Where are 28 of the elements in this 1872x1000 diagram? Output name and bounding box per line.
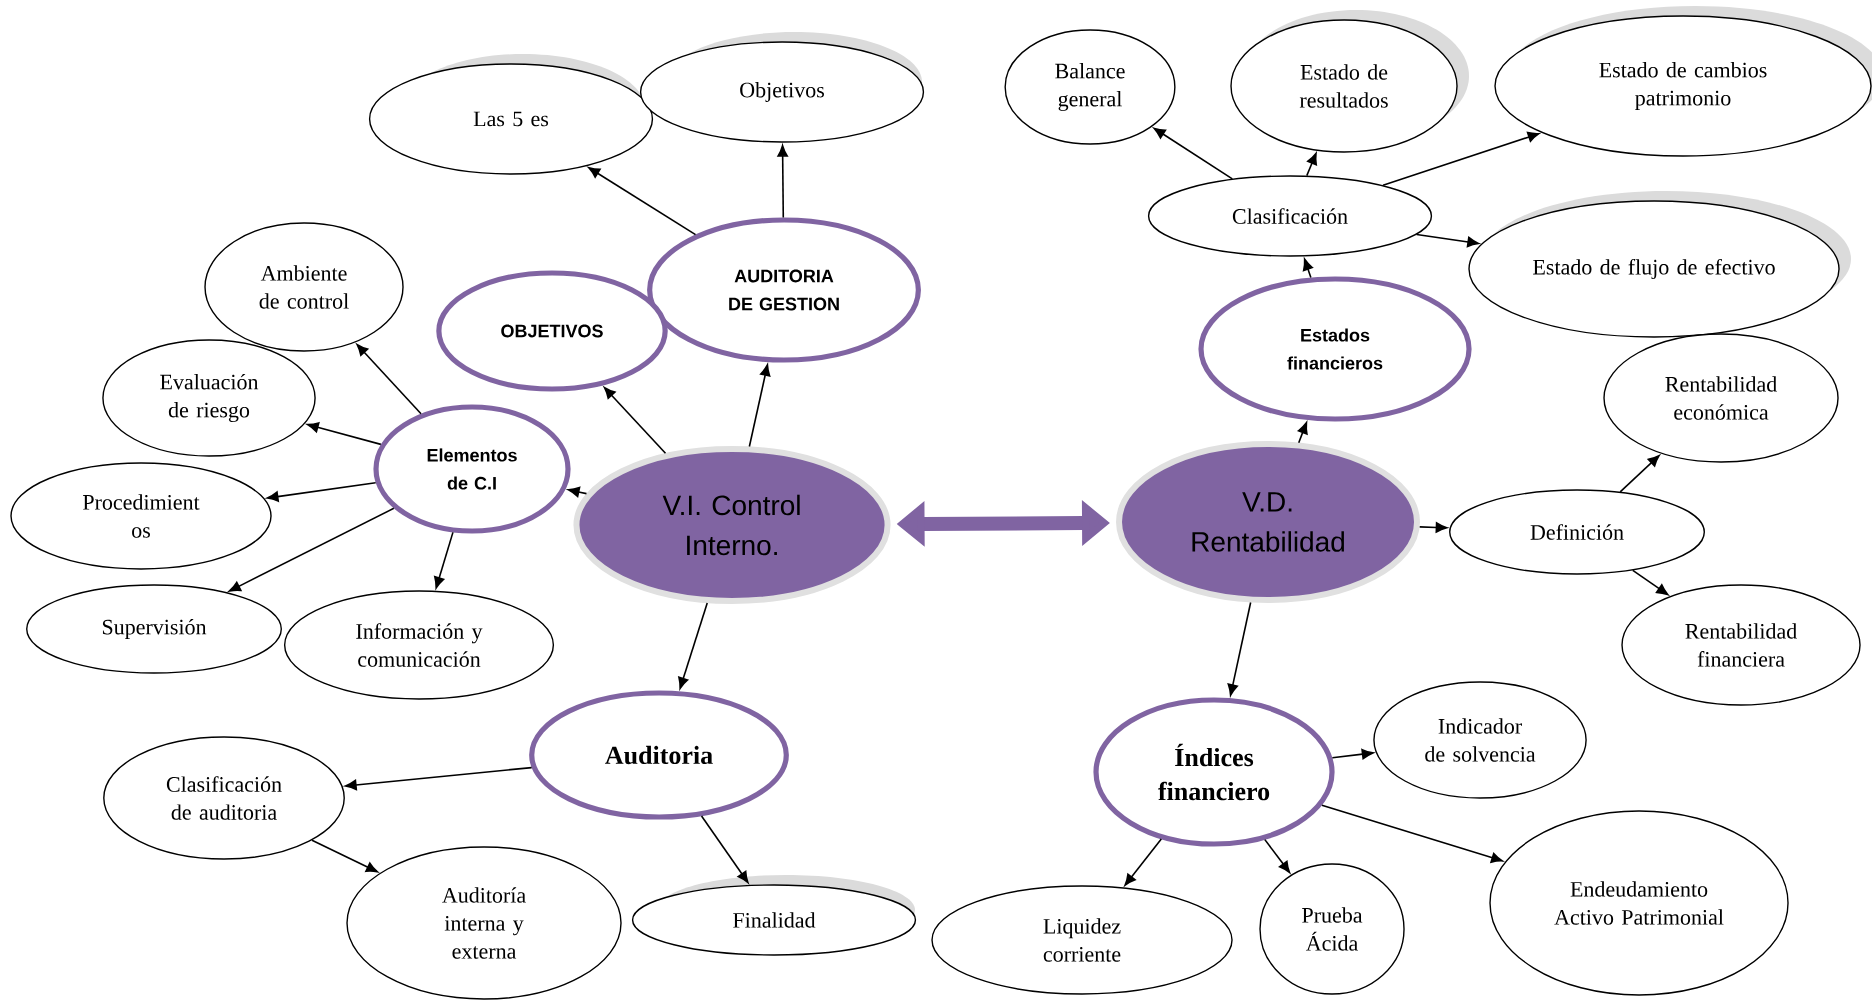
arrow bbox=[228, 507, 395, 592]
arrow bbox=[356, 343, 422, 415]
arrow bbox=[1632, 569, 1669, 596]
arrow bbox=[700, 815, 749, 884]
arrow bbox=[306, 422, 382, 446]
arrow bbox=[1382, 131, 1540, 187]
arrow bbox=[588, 166, 697, 236]
arrow bbox=[1415, 233, 1480, 248]
arrow bbox=[1302, 258, 1313, 279]
arrow bbox=[777, 144, 788, 219]
arrow bbox=[1306, 152, 1317, 177]
arrow bbox=[266, 481, 377, 502]
arrow bbox=[1124, 838, 1163, 886]
arrow bbox=[1321, 804, 1504, 863]
arrow bbox=[344, 766, 533, 791]
arrow bbox=[434, 531, 454, 589]
arrow bbox=[1418, 522, 1448, 533]
arrow bbox=[567, 486, 588, 498]
arrow bbox=[748, 364, 771, 448]
arrow bbox=[603, 386, 667, 455]
arrow bbox=[1227, 601, 1252, 696]
arrow bbox=[1264, 838, 1291, 874]
arrow bbox=[1153, 127, 1234, 180]
arrow bbox=[1297, 422, 1308, 444]
arrow bbox=[1331, 748, 1374, 760]
arrow bbox=[311, 839, 378, 873]
arrow bbox=[1619, 454, 1660, 493]
arrow bbox=[678, 602, 709, 690]
